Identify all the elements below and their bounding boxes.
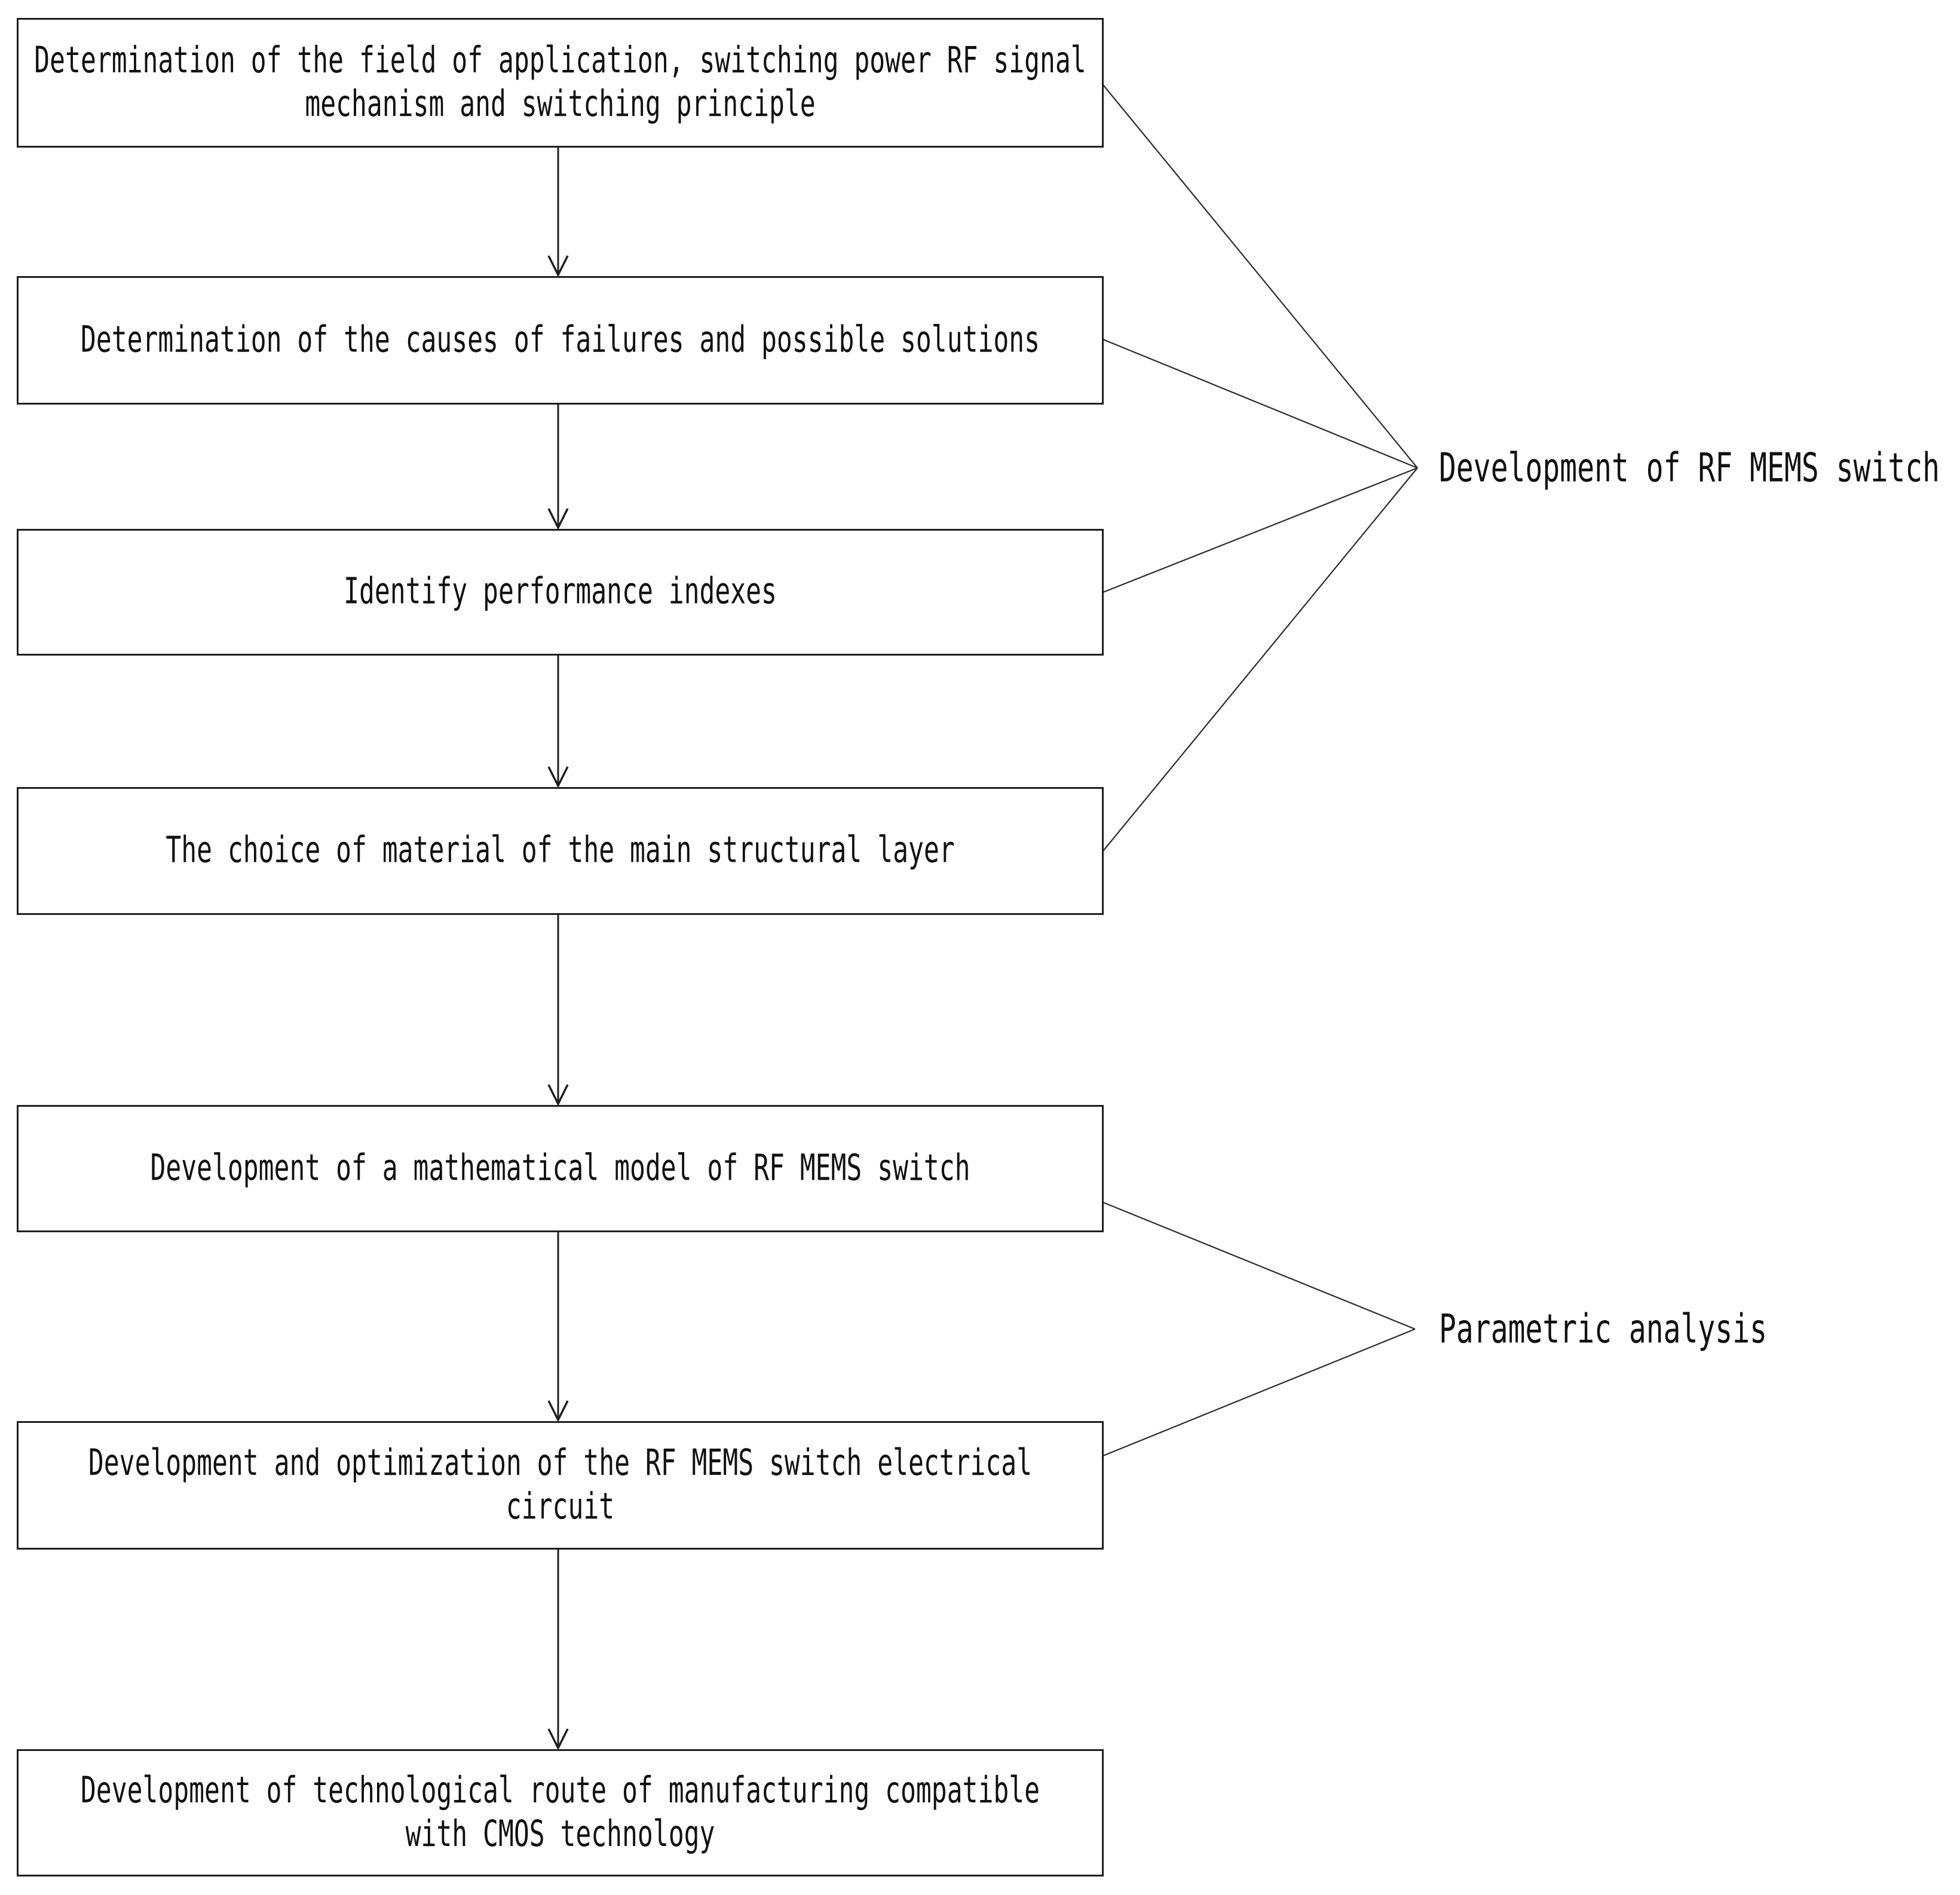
fan-line-box6-to-parametric-label bbox=[1102, 1328, 1416, 1457]
process-box-field-of-application: Determination of the field of applicatio… bbox=[17, 18, 1104, 148]
arrowhead-down-icon bbox=[547, 1728, 569, 1750]
process-box-causes-of-failures: Determination of the causes of failures … bbox=[17, 276, 1104, 405]
arrowhead-down-icon bbox=[547, 1400, 569, 1422]
process-box-material-choice: The choice of material of the main struc… bbox=[17, 787, 1104, 915]
process-box-electrical-circuit: Development and optimization of the RF M… bbox=[17, 1421, 1104, 1550]
group-label-text: Development of RF MEMS switch bbox=[1439, 444, 1940, 492]
process-box-label: Determination of the field of applicatio… bbox=[34, 39, 1086, 125]
process-box-technological-route: Development of technological route of ma… bbox=[17, 1749, 1104, 1876]
arrowhead-down-icon bbox=[547, 766, 569, 788]
process-box-label: Determination of the causes of failures … bbox=[80, 319, 1040, 361]
fan-line-box1-to-development-label bbox=[1102, 84, 1418, 469]
process-box-label: Development and optimization of the RF M… bbox=[88, 1442, 1033, 1527]
fan-line-box2-to-development-label bbox=[1102, 338, 1418, 469]
process-box-label: Identify performance indexes bbox=[344, 570, 777, 613]
process-box-label: Development of a mathematical model of R… bbox=[150, 1147, 970, 1189]
fan-line-box5-to-parametric-label bbox=[1102, 1201, 1416, 1330]
arrowhead-down-icon bbox=[547, 255, 569, 277]
fan-line-box3-to-development-label bbox=[1102, 467, 1418, 593]
process-box-label: Development of technological route of ma… bbox=[80, 1770, 1040, 1855]
fan-line-box4-to-development-label bbox=[1102, 467, 1418, 852]
group-label-text: Parametric analysis bbox=[1439, 1305, 1768, 1353]
process-box-performance-indexes: Identify performance indexes bbox=[17, 529, 1104, 656]
arrowhead-down-icon bbox=[547, 1084, 569, 1106]
process-box-mathematical-model: Development of a mathematical model of R… bbox=[17, 1105, 1104, 1232]
arrowhead-down-icon bbox=[547, 508, 569, 530]
process-box-label: The choice of material of the main struc… bbox=[166, 829, 955, 871]
